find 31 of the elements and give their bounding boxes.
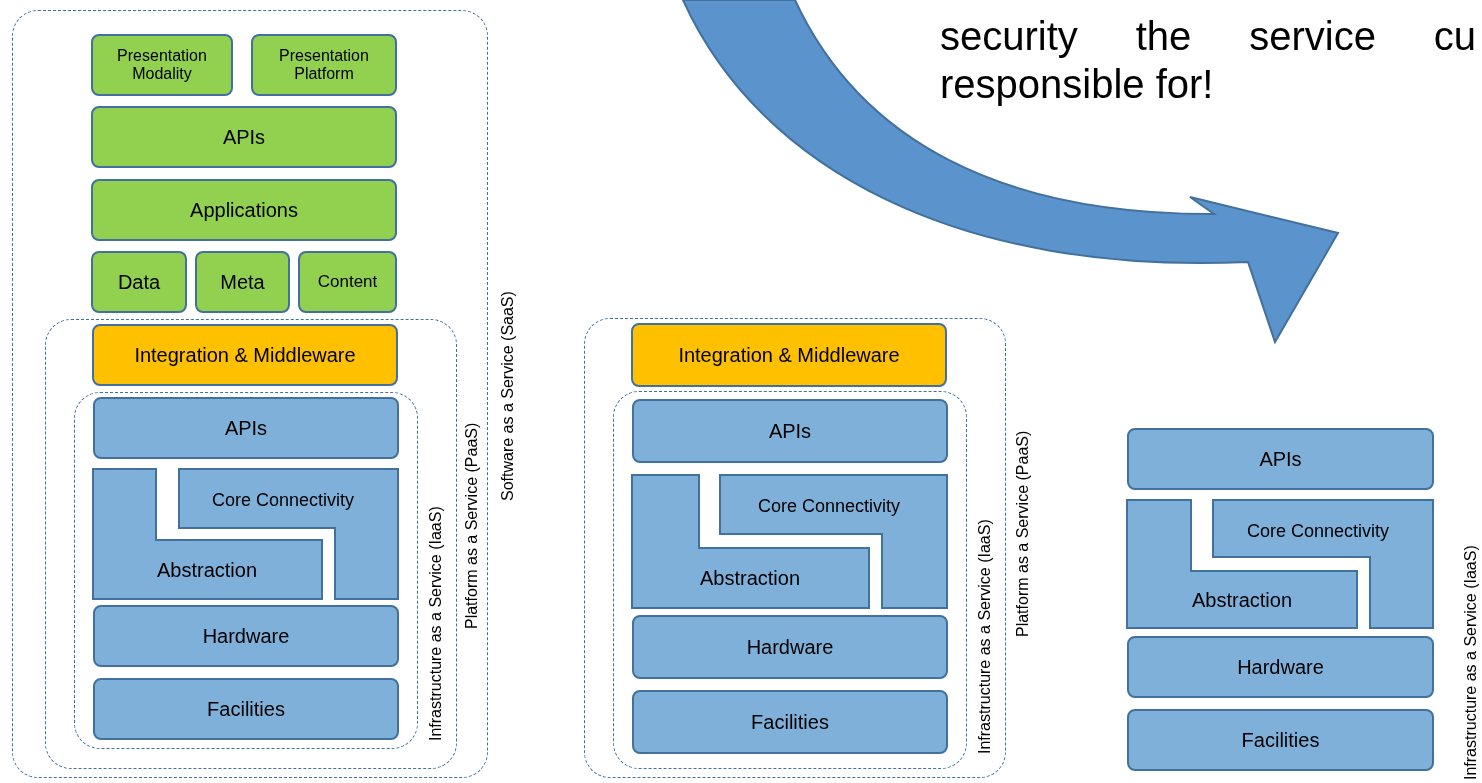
layer-box: Hardware — [93, 605, 399, 667]
layer-box: Meta — [195, 251, 290, 313]
vertical-label: Infrastructure as a Service (IaaS) — [427, 505, 445, 741]
block-label: Abstraction — [1191, 588, 1293, 612]
layer-box: Content — [298, 251, 397, 313]
vertical-label: Infrastructure as a Service (IaaS) — [1462, 544, 1480, 780]
layer-box: APIs — [91, 106, 397, 168]
layer-box: APIs — [93, 397, 399, 459]
layer-box: Presentation Modality — [91, 34, 233, 96]
vertical-label: Infrastructure as a Service (IaaS) — [976, 518, 994, 754]
layer-box: Presentation Platform — [251, 34, 397, 96]
layer-box: APIs — [632, 399, 948, 463]
layer-box: Data — [91, 251, 187, 313]
block-label: Abstraction — [699, 566, 801, 590]
block-label: Core Connectivity — [757, 495, 901, 517]
layer-box: Integration & Middleware — [92, 324, 398, 386]
layer-box: APIs — [1127, 428, 1434, 490]
block-label: Abstraction — [156, 558, 258, 582]
block-label: Core Connectivity — [1246, 520, 1390, 542]
layer-box: Facilities — [93, 678, 399, 740]
layer-box: Hardware — [1127, 636, 1434, 698]
layer-box: Facilities — [1127, 709, 1434, 771]
vertical-label: Platform as a Service (PaaS) — [463, 421, 481, 629]
layer-box: Facilities — [632, 690, 948, 754]
vertical-label: Platform as a Service (PaaS) — [1014, 429, 1032, 637]
layer-box: Integration & Middleware — [631, 323, 947, 387]
block-label: Core Connectivity — [211, 489, 355, 511]
note-text: security the service cu responsible for! — [940, 13, 1476, 108]
layer-box: Hardware — [632, 615, 948, 679]
vertical-label: Software as a Service (SaaS) — [499, 290, 517, 501]
layer-box: Applications — [91, 179, 397, 241]
